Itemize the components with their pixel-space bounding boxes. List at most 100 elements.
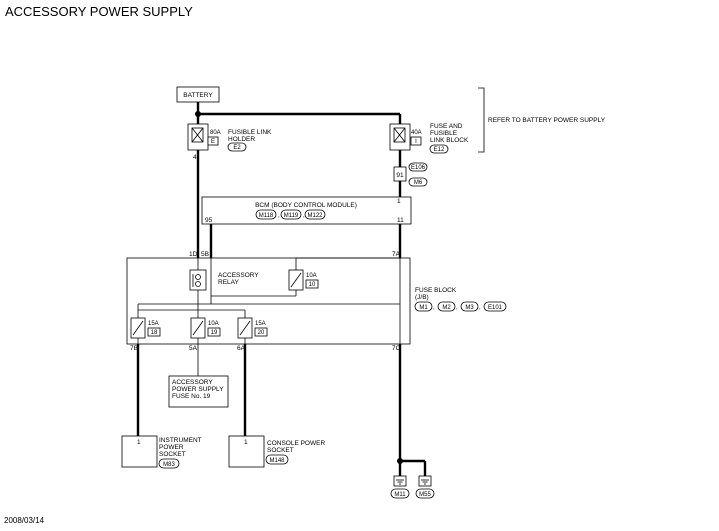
fuse-block-sep-2: , [456,305,458,311]
joint-connector-box [393,166,407,182]
console-socket-connector: M148 [269,458,285,464]
fusible-link-block-label-1: FUSE AND [430,123,463,130]
bcm-sep-1: , [278,213,280,219]
instrument-socket-label-1: INSTRUMENT [159,437,202,444]
fuse-block-sep-3: , [479,305,481,311]
fusible-link-block-connector-pill [429,144,449,154]
fuse-block-inner-wiring [137,257,401,344]
bcm-sep-2: , [303,213,305,219]
fusible-link-holder-rating: 80A [210,130,221,136]
ground-m55-pill [415,488,435,499]
fuse-10-num: 10 [309,282,316,288]
bcm-connector-3-pill [304,209,326,220]
fuse-20-num-box [254,327,268,337]
fuse-18-num: 18 [151,330,158,336]
fusible-link-block-label-2: FUSIBLE [430,130,458,137]
joint-connector-2-pill [408,177,428,187]
fuse-20-rating: 15A [255,321,266,327]
fusible-link-holder-num-box [207,136,219,146]
fuse-19-rating: 10A [208,321,219,327]
joint-connector-2: M6 [414,180,423,186]
fuse-18-num-box [147,327,161,337]
bcm-connector-2-pill [280,209,302,220]
ground-m11-pill [390,488,410,499]
fuse-block-connector-2-pill [437,301,456,312]
splice-dot-ground [397,458,403,464]
fuse-19-num-box [207,327,221,337]
fuse-block-pin-7c: 7C [392,345,401,352]
fusible-link-holder-connector-pill [227,142,247,152]
fuse-18-rating: 15A [148,321,159,327]
fuse-20 [237,317,253,339]
fuse-block-connector-3: M3 [465,305,474,311]
instrument-socket-label-3: SOCKET [159,451,186,458]
fusible-link-block-num: I [415,139,417,145]
ground-m55 [418,475,432,487]
ground-m11-label: M11 [394,492,406,498]
bcm-label: BCM (BODY CONTROL MODULE) [255,202,357,209]
fusible-link-holder [187,123,209,151]
fuse-10-num-box [305,279,319,289]
joint-connector-1: E106 [411,165,426,171]
fuse-block-sep-1: , [433,305,435,311]
battery-label: BATTERY [183,92,213,99]
ground-m11 [393,475,407,487]
fuse-note-box [168,375,229,408]
fusible-link-holder-pin: 4 [193,154,197,161]
console-socket-box [228,435,265,468]
bcm-connector-3: M122 [307,213,323,219]
relay-label-2: RELAY [218,279,239,286]
fuse-block-connector-4-pill [483,301,507,312]
fusible-link-block-connector: E12 [434,147,445,153]
fusible-link-block-num-box [410,136,422,146]
fuse-note-line-2: POWER SUPPLY [172,386,224,393]
fuse-block-label-1: FUSE BLOCK [415,287,457,294]
fuse-block-pin-6a: 6A [237,345,246,352]
bcm-pin-right: 11 [397,217,404,224]
fusible-link-block-label-3: LINK BLOCK [430,137,469,144]
fuse-block-label-2: (J/B) [415,294,429,301]
console-socket-label-2: SOCKET [267,447,294,454]
bcm-connector-1: M118 [259,213,274,219]
fuse-block-pin-5b: 5B [201,251,209,258]
bcm-pin-top: 1 [397,198,401,205]
fusible-link-holder-label-1: FUSIBLE LINK [228,129,272,136]
fusible-link-block-rating: 40A [411,130,422,136]
instrument-socket-box [121,435,158,468]
bcm-connector-2: M119 [284,213,299,219]
fuse-20-num: 20 [258,330,265,336]
refer-note: REFER TO BATTERY POWER SUPPLY [488,117,606,124]
fuse-19 [190,317,206,339]
console-socket-connector-pill [265,454,289,465]
fuse-block-connector-3-pill [460,301,479,312]
splice-dot-battery [195,111,201,117]
fuse-block-connector-2: M2 [442,305,451,311]
fuse-block-connector-1: M1 [419,305,428,311]
fuse-note-line-3: FUSE No. 19 [172,393,211,400]
accessory-relay [189,269,207,291]
fuse-10 [288,269,304,291]
fuse-block-box [126,257,411,345]
fusible-link-holder-connector: E2 [233,145,241,151]
joint-connector-1-pill [408,162,428,172]
bcm-connector-1-pill [255,209,277,220]
fuse-block-pin-1d: 1D [189,251,198,258]
fuse-block-connector-4: E101 [488,305,503,311]
fusible-link-holder-label-2: HOLDER [228,136,255,143]
fuse-19-num: 19 [211,330,218,336]
relay-label-1: ACCESSORY [218,272,259,279]
ground-m55-label: M55 [419,492,431,498]
instrument-socket-connector-pill [158,458,180,469]
fusible-link-block [389,123,411,151]
console-socket-label-1: CONSOLE POWER [267,440,325,447]
fuse-10-rating: 10A [306,273,317,279]
diagram-title: ACCESSORY POWER SUPPLY [5,4,193,19]
joint-connector-pin: 91 [396,172,404,179]
bcm-pin-left: 95 [205,217,213,224]
fuse-block-pin-5a: 5A [189,345,198,352]
fuse-block-pin-7a: 7A [392,251,401,258]
fuse-18 [130,317,146,339]
diagram-date: 2008/03/14 [4,516,45,525]
console-socket-pin: 1 [244,439,248,446]
